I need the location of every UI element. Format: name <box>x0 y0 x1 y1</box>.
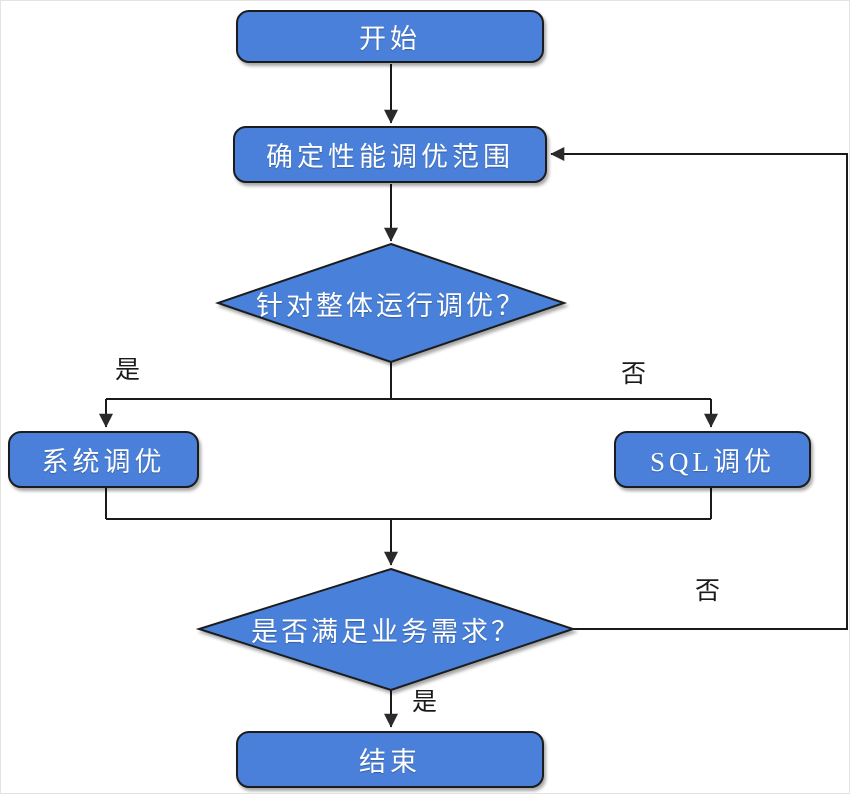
node-system-tuning: 系统调优 <box>8 431 199 488</box>
edge-label-yes-left: 是 <box>115 357 141 384</box>
edge-label-no-loop: 否 <box>695 578 721 605</box>
node-define-scope: 确定性能调优范围 <box>233 126 547 183</box>
edge-label-yes-bottom: 是 <box>412 689 438 716</box>
node-end: 结束 <box>236 731 544 788</box>
node-decision-satisfy-shape <box>195 567 577 692</box>
node-decision-overall-shape <box>214 242 568 364</box>
node-start: 开始 <box>236 10 544 63</box>
node-sql-tuning: SQL调优 <box>614 431 811 488</box>
edge-label-no-right: 否 <box>621 361 647 388</box>
edge-no-loop-to-scope <box>550 147 848 630</box>
